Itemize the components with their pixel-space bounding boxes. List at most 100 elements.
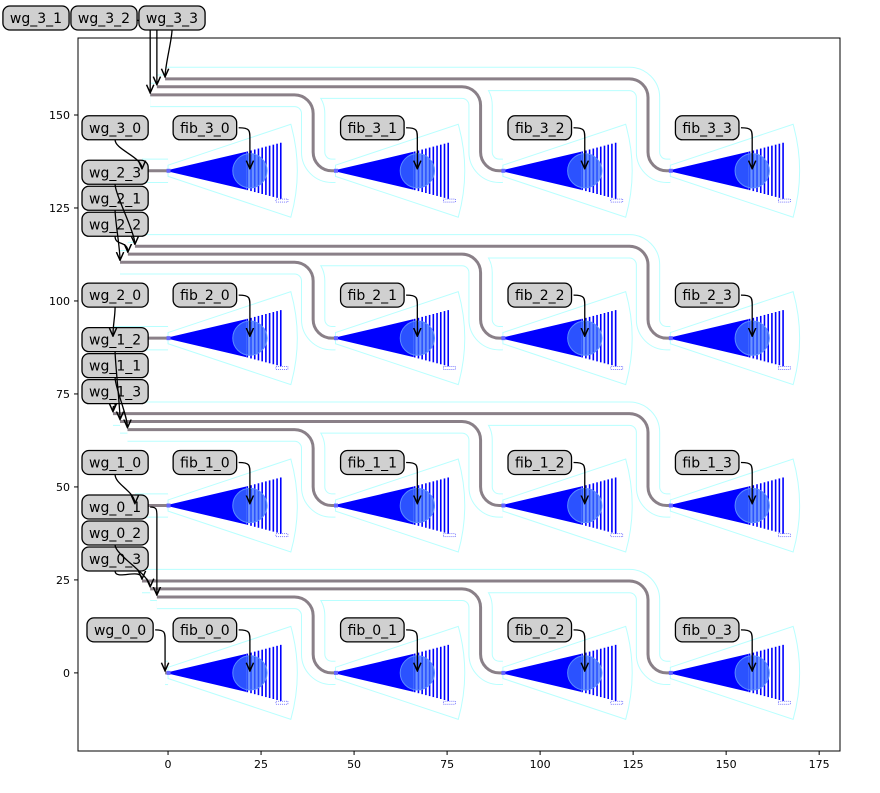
waveguide-port-label: wg_1_3 xyxy=(81,379,149,412)
y-tick-label: 50 xyxy=(56,481,70,494)
label-text: wg_1_1 xyxy=(89,359,141,375)
arrow-icon xyxy=(238,127,250,169)
arrow-icon xyxy=(114,377,127,428)
arrow-icon xyxy=(238,461,250,504)
label-text: wg_1_2 xyxy=(89,333,141,349)
grating-text-mark xyxy=(443,533,456,538)
arrow-icon xyxy=(114,139,142,169)
x-tick-label: 175 xyxy=(809,758,830,771)
waveguide-port-label: wg_0_2 xyxy=(81,520,150,587)
grating-text-mark xyxy=(777,533,791,538)
grating-text-mark xyxy=(610,700,624,705)
waveguide-port-label: wg_1_2 xyxy=(81,327,149,420)
port-marker xyxy=(333,503,338,508)
grating-text-mark xyxy=(443,700,456,705)
x-tick-label: 50 xyxy=(347,758,361,771)
y-tick-label: 125 xyxy=(49,202,70,215)
label-text: wg_2_3 xyxy=(89,165,141,181)
port-marker xyxy=(501,670,506,675)
label-box xyxy=(507,115,573,141)
port-marker xyxy=(166,503,171,508)
label-box xyxy=(339,115,405,141)
grating-cladding xyxy=(167,291,298,386)
label-box xyxy=(339,617,405,643)
label-text: fib_0_3 xyxy=(682,623,732,639)
label-text: fib_0_0 xyxy=(180,623,230,639)
x-tick-label: 75 xyxy=(440,758,454,771)
waveguide-route xyxy=(165,77,671,173)
port-marker xyxy=(333,670,338,675)
label-text: fib_1_0 xyxy=(180,456,230,472)
port-marker xyxy=(668,336,673,341)
grating-taper xyxy=(504,486,582,525)
grating-taper xyxy=(337,319,414,358)
grating-cladding xyxy=(334,123,466,218)
x-tick-label: 0 xyxy=(165,758,172,771)
grating-text-mark xyxy=(777,366,791,370)
grating-coupler-layer xyxy=(166,123,801,721)
label-box xyxy=(86,617,154,643)
grating-taper xyxy=(504,319,582,358)
waveguide-route xyxy=(150,587,503,675)
label-text: wg_3_3 xyxy=(146,11,198,27)
waveguide-route xyxy=(127,252,503,340)
waveguide-route xyxy=(150,93,336,173)
arrow-icon xyxy=(740,629,752,671)
fiber-label: fib_1_2 xyxy=(507,449,585,504)
y-tick-label: 75 xyxy=(56,388,70,401)
grating-cladding xyxy=(167,458,298,553)
grating-cladding xyxy=(669,123,801,218)
fiber-label: fib_0_2 xyxy=(507,617,585,671)
port-marker xyxy=(166,670,171,675)
grating-cladding xyxy=(502,458,633,553)
port-marker xyxy=(333,168,338,173)
label-text: wg_1_3 xyxy=(89,385,141,401)
grating-cladding xyxy=(502,625,633,721)
label-box xyxy=(339,282,405,308)
label-box xyxy=(2,5,70,31)
label-text: fib_2_3 xyxy=(682,288,732,304)
waveguide-port-label: wg_0_3 xyxy=(81,546,149,579)
arrow-icon xyxy=(113,307,115,336)
waveguide-port-label: wg_3_0 xyxy=(81,115,149,169)
arrow-icon xyxy=(114,570,142,579)
y-tick-label: 100 xyxy=(49,295,70,308)
waveguide-route xyxy=(112,412,671,508)
fiber-label: fib_0_3 xyxy=(674,617,752,671)
grating-taper xyxy=(672,653,749,692)
label-box xyxy=(172,282,238,308)
label-box xyxy=(339,449,405,476)
fiber-label: fib_2_1 xyxy=(339,282,418,336)
grating-cladding xyxy=(167,123,298,218)
grating-taper xyxy=(504,151,582,190)
label-text: fib_0_1 xyxy=(348,623,398,639)
label-text: fib_2_2 xyxy=(515,288,565,304)
arrow-icon xyxy=(114,184,135,244)
arrow-icon xyxy=(406,127,417,169)
waveguide-port-label: wg_1_0 xyxy=(81,449,149,504)
label-box xyxy=(507,449,573,476)
fiber-label: fib_2_2 xyxy=(507,282,585,336)
arrow-icon xyxy=(740,127,752,169)
waveguide-route xyxy=(141,579,671,675)
port-marker xyxy=(668,503,673,508)
grating-cladding xyxy=(669,291,801,386)
fiber-label: fib_2_0 xyxy=(172,282,250,336)
waveguide-route xyxy=(127,428,336,508)
arrow-icon xyxy=(114,474,135,504)
label-text: wg_2_1 xyxy=(89,191,141,207)
label-box xyxy=(70,5,138,31)
port-marker xyxy=(333,336,338,341)
label-box xyxy=(507,282,573,308)
arrow-icon xyxy=(573,461,585,504)
fiber-label: fib_2_3 xyxy=(674,282,752,336)
port-marker xyxy=(501,168,506,173)
grating-taper xyxy=(672,486,749,525)
port-marker xyxy=(668,670,673,675)
y-tick-label: 150 xyxy=(49,109,70,122)
waveguide-port-label: wg_1_1 xyxy=(81,353,149,428)
label-box xyxy=(172,449,238,476)
arrow-icon xyxy=(573,629,585,671)
